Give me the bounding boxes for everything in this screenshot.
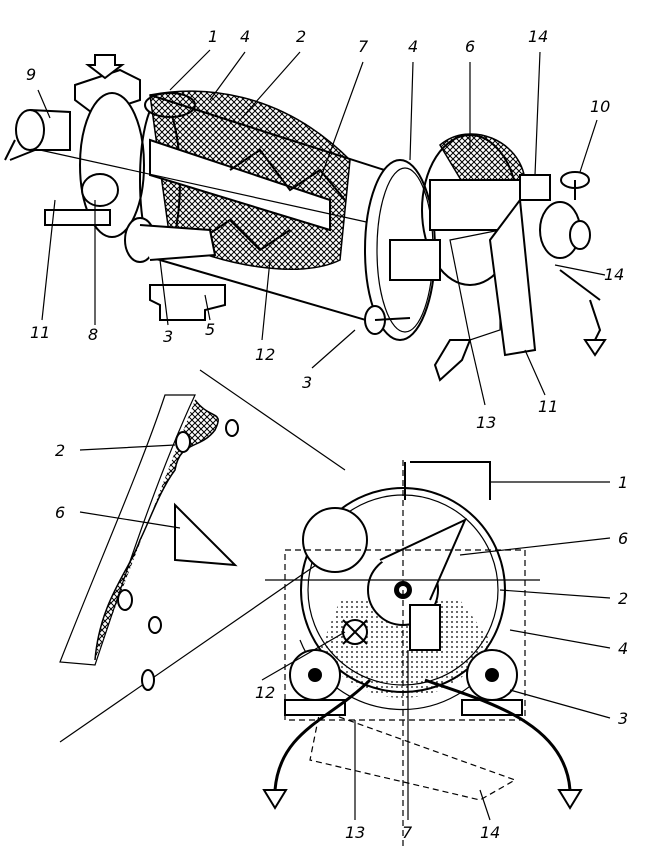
label-4b: 4: [408, 37, 418, 56]
label-14b: 14: [604, 265, 624, 284]
label-6b: 6: [618, 529, 628, 548]
label-3: 3: [618, 709, 628, 728]
hopper-1: [410, 461, 491, 500]
label-11: 11: [30, 323, 50, 342]
label-8: 8: [88, 325, 98, 344]
label-6: 6: [465, 37, 475, 56]
label-3b: 3: [302, 373, 312, 392]
label-5: 5: [205, 320, 215, 339]
label-14: 14: [528, 27, 548, 46]
section-view-labels: 2 6 1 6 2 4 3 12 13 7 14: [55, 441, 628, 842]
label-13: 13: [345, 823, 365, 842]
label-13: 13: [476, 413, 496, 432]
label-9: 9: [26, 65, 36, 84]
cross-section-view: [261, 460, 611, 849]
isometric-view: [4, 49, 607, 406]
top-view-labels: 9 1 4 2 7 4 6 14 10 11 8 3 5 12 3 13 11 …: [26, 27, 624, 432]
label-11b: 11: [538, 397, 558, 416]
label-12: 12: [255, 683, 275, 702]
label-6: 6: [55, 503, 65, 522]
label-12: 12: [255, 345, 275, 364]
label-4: 4: [618, 639, 628, 658]
label-7: 7: [358, 37, 369, 56]
label-1: 1: [618, 473, 628, 492]
label-4: 4: [240, 27, 250, 46]
label-10: 10: [590, 97, 610, 116]
label-14: 14: [480, 823, 500, 842]
label-2b: 2: [618, 589, 628, 608]
label-1: 1: [208, 27, 218, 46]
motor-9: [4, 109, 71, 161]
label-2: 2: [296, 27, 306, 46]
detail-view: [59, 369, 346, 743]
label-2: 2: [55, 441, 65, 460]
label-3: 3: [163, 327, 173, 346]
label-7: 7: [402, 823, 413, 842]
